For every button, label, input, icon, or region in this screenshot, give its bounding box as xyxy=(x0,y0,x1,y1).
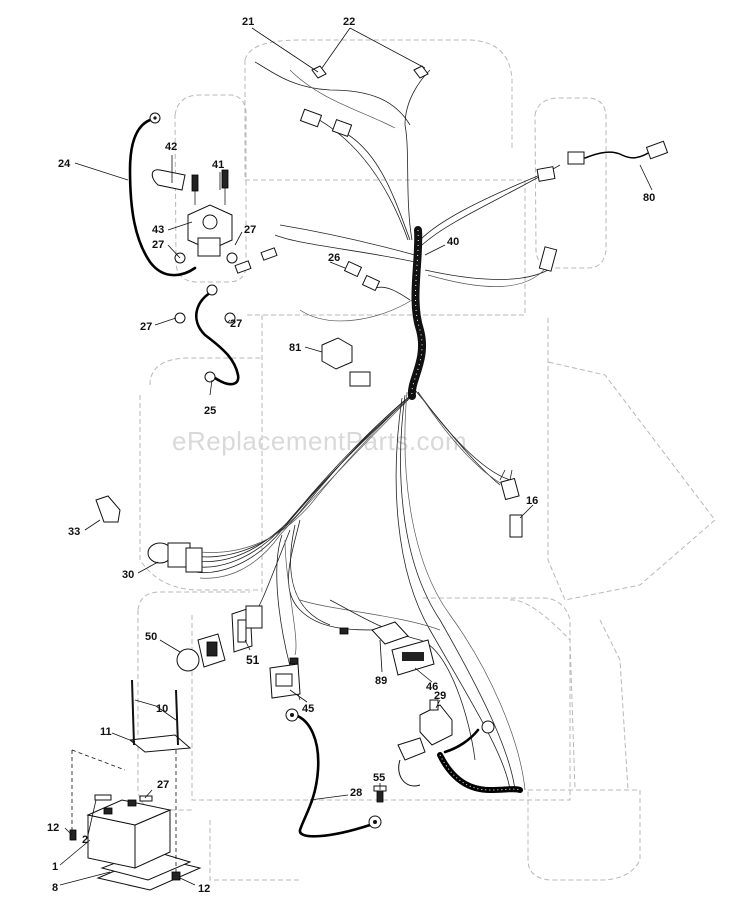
solenoid-43 xyxy=(151,169,278,324)
callout-2: 2 xyxy=(82,834,88,846)
callout-22: 22 xyxy=(343,16,355,28)
callout-50: 50 xyxy=(145,631,157,643)
callout-8: 8 xyxy=(52,882,58,894)
callout-55: 55 xyxy=(373,772,385,784)
coiled-cable xyxy=(437,752,523,794)
battery-assembly xyxy=(69,679,202,891)
callout-21: 21 xyxy=(242,16,254,28)
callout-40: 40 xyxy=(447,236,459,248)
callout-labels: 21 22 24 42 41 43 27 27 27 27 25 40 26 8… xyxy=(47,16,655,895)
relay-81 xyxy=(321,260,381,387)
callout-27-b: 27 xyxy=(244,224,256,236)
cable-28 xyxy=(285,708,495,838)
part-29 xyxy=(397,699,453,787)
callout-10: 10 xyxy=(156,703,168,715)
callout-45: 45 xyxy=(302,703,314,715)
callout-33: 33 xyxy=(68,526,80,538)
leader-lines xyxy=(59,27,653,886)
ignition-switch-30 xyxy=(95,495,203,573)
callout-28: 28 xyxy=(350,787,362,799)
hour-meter-46 xyxy=(269,621,435,699)
connectors-top xyxy=(299,65,558,272)
callout-1: 1 xyxy=(52,861,58,873)
connector-16 xyxy=(500,477,523,538)
callout-81: 81 xyxy=(289,342,301,354)
wire-80 xyxy=(536,140,669,182)
callout-12-a: 12 xyxy=(47,822,59,834)
callout-11: 11 xyxy=(100,726,112,738)
callout-29: 29 xyxy=(434,690,446,702)
tractor-outline xyxy=(137,39,716,881)
switch-50 xyxy=(176,605,263,672)
callout-16: 16 xyxy=(526,495,538,507)
wire-loom-40 xyxy=(407,226,426,400)
callout-26: 26 xyxy=(328,252,340,264)
callout-27-c: 27 xyxy=(140,321,152,333)
callout-43: 43 xyxy=(152,224,164,236)
callout-27-d: 27 xyxy=(230,318,242,330)
callout-27-a: 27 xyxy=(152,239,164,251)
watermark: eReplacementParts.com xyxy=(172,426,467,456)
cable-25 xyxy=(195,284,240,386)
callout-80: 80 xyxy=(643,192,655,204)
callout-41: 41 xyxy=(212,159,224,171)
callout-24: 24 xyxy=(58,158,71,170)
callout-42: 42 xyxy=(165,141,177,153)
callout-27-e: 27 xyxy=(157,779,169,791)
callout-12-b: 12 xyxy=(198,883,210,895)
callout-89: 89 xyxy=(375,675,387,687)
cable-24 xyxy=(128,112,197,277)
callout-25: 25 xyxy=(204,405,216,417)
callout-51: 51 xyxy=(246,653,260,667)
callout-46: 46 xyxy=(426,681,438,693)
callout-30: 30 xyxy=(122,569,134,581)
